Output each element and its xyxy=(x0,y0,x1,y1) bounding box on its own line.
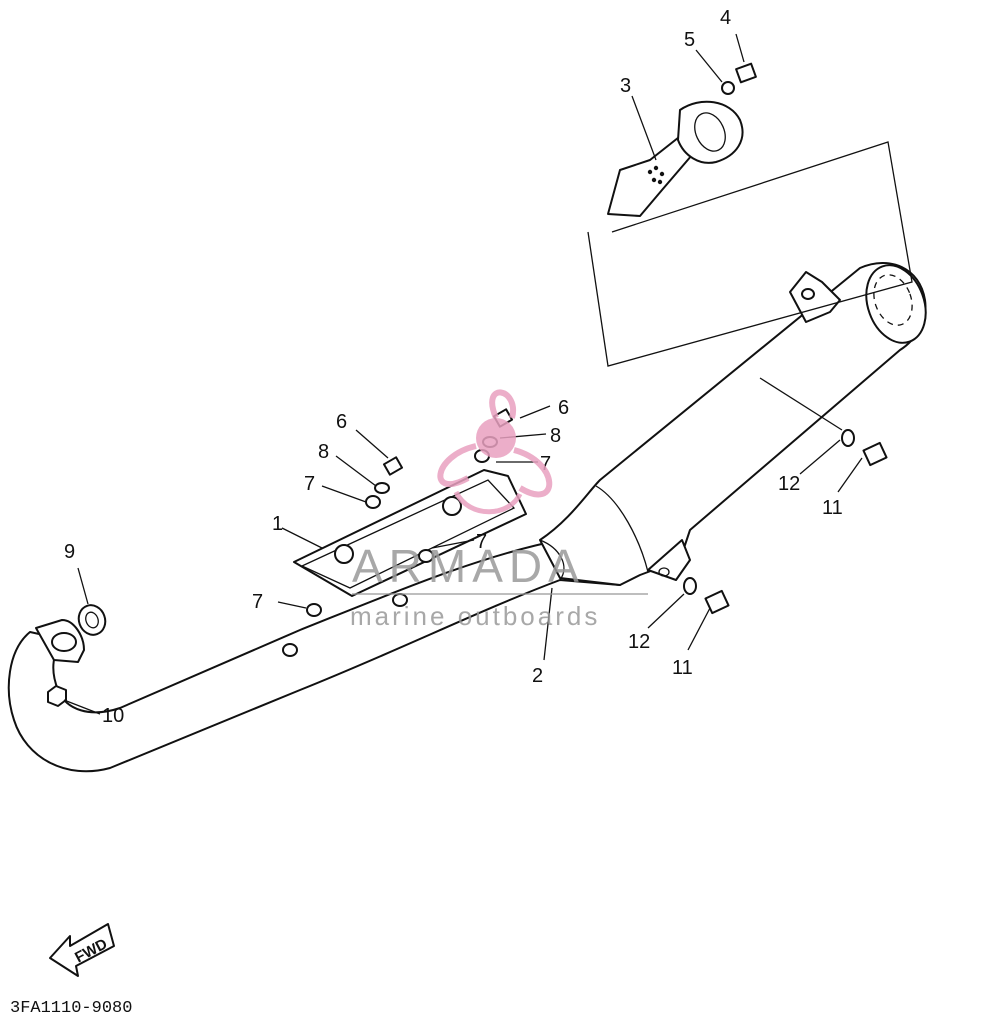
callout-7a: 7 xyxy=(304,473,315,495)
muffler xyxy=(539,262,927,586)
callout-6a: 6 xyxy=(336,411,347,433)
callout-12a: 12 xyxy=(778,473,800,495)
callout-4: 4 xyxy=(720,7,731,29)
callout-5: 5 xyxy=(684,29,695,51)
armada-logo-icon xyxy=(437,389,553,515)
callout-2: 2 xyxy=(532,665,543,687)
fasteners xyxy=(47,62,888,707)
callout-3: 3 xyxy=(620,75,631,97)
bolt-11b xyxy=(704,589,730,615)
leader-lines xyxy=(63,33,863,715)
part-code: 3FA1110-9080 xyxy=(10,999,132,1018)
bolt-11a xyxy=(862,441,888,467)
arrester-holes xyxy=(647,165,665,185)
forward-direction-arrow: FWD xyxy=(49,923,115,977)
exhaust-pipe xyxy=(7,539,641,773)
callout-labels: 1 2 3 4 5 6 6 7 7 7 7 8 8 9 10 11 11 12 … xyxy=(64,7,843,727)
washer-8a xyxy=(374,482,390,494)
armada-watermark: ARMADA marine outboards xyxy=(350,389,648,631)
callout-9: 9 xyxy=(64,541,75,563)
callout-12b: 12 xyxy=(628,631,650,653)
watermark-brand: ARMADA xyxy=(352,540,585,592)
washer-12b xyxy=(683,577,697,595)
spark-arrester xyxy=(607,100,744,217)
callout-7d: 7 xyxy=(476,531,487,553)
alignment-guide-lower xyxy=(759,377,843,431)
callout-11b: 11 xyxy=(672,657,693,679)
grommet-7c xyxy=(306,603,322,617)
bolt-6a xyxy=(382,456,404,476)
callout-7c: 7 xyxy=(252,591,263,613)
callout-1: 1 xyxy=(272,513,283,535)
nut-10 xyxy=(47,685,67,707)
gasket-9 xyxy=(77,604,107,636)
callout-11a: 11 xyxy=(822,497,843,519)
callout-8b: 8 xyxy=(550,425,561,447)
alignment-guide xyxy=(587,141,913,367)
callout-8a: 8 xyxy=(318,441,329,463)
washer-12a xyxy=(841,429,855,447)
screw-4 xyxy=(735,62,757,84)
washer-5 xyxy=(721,81,735,95)
grommet-7a xyxy=(365,495,381,509)
callout-10: 10 xyxy=(102,705,124,727)
callout-7b: 7 xyxy=(540,453,551,475)
callout-6b: 6 xyxy=(558,397,569,419)
watermark-tagline: marine outboards xyxy=(350,601,600,631)
muffler-bracket xyxy=(789,271,841,323)
grommet-7d xyxy=(418,549,434,563)
